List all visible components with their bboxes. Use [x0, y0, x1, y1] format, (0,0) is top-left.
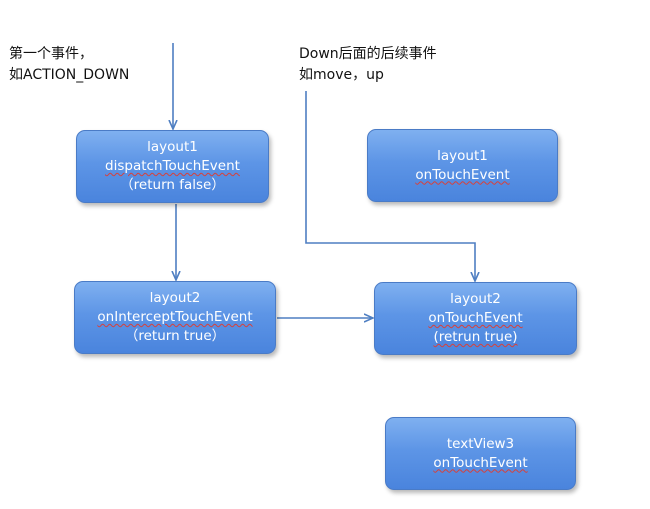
box-title: textView3	[446, 435, 515, 452]
box-method: onInterceptTouchEvent	[97, 309, 253, 325]
box-method: onTouchEvent	[415, 166, 510, 183]
first-event-note-line-2: 如ACTION_DOWN	[9, 67, 130, 83]
subsequent-events-note: Down后面的后续事件 如move，up	[299, 44, 437, 86]
box-method: onTouchEvent	[433, 454, 528, 471]
subsequent-events-note-line-2: 如move，up	[299, 67, 384, 83]
box-method: onTouchEvent	[428, 310, 523, 326]
subsequent-events-note-line-1: Down后面的后续事件	[299, 46, 437, 62]
first-event-note-line-1: 第一个事件，	[9, 46, 93, 62]
first-event-note: 第一个事件， 如ACTION_DOWN	[9, 44, 129, 86]
box-title: layout2	[149, 290, 201, 306]
layout2-on-touch-event-box: layout2 onTouchEvent (retrun true)	[374, 282, 577, 355]
box-title: layout1	[437, 147, 488, 164]
box-method: dispatchTouchEvent	[105, 158, 240, 174]
layout1-on-touch-event-box: layout1 onTouchEvent	[367, 129, 558, 202]
box-return: (retrun true)	[433, 329, 518, 345]
box-title: layout1	[147, 139, 198, 155]
layout2-on-intercept-touch-event-box: layout2 onInterceptTouchEvent （return tr…	[74, 281, 276, 354]
box-title: layout2	[450, 291, 501, 307]
box-return: （return true）	[124, 328, 226, 344]
textview3-on-touch-event-box: textView3 onTouchEvent	[385, 417, 576, 490]
arrow-subsequent-events-to-layout2-touch	[305, 91, 475, 280]
box-return: （return false）	[120, 177, 225, 193]
layout1-dispatch-touch-event-box: layout1 dispatchTouchEvent （return false…	[76, 130, 269, 203]
